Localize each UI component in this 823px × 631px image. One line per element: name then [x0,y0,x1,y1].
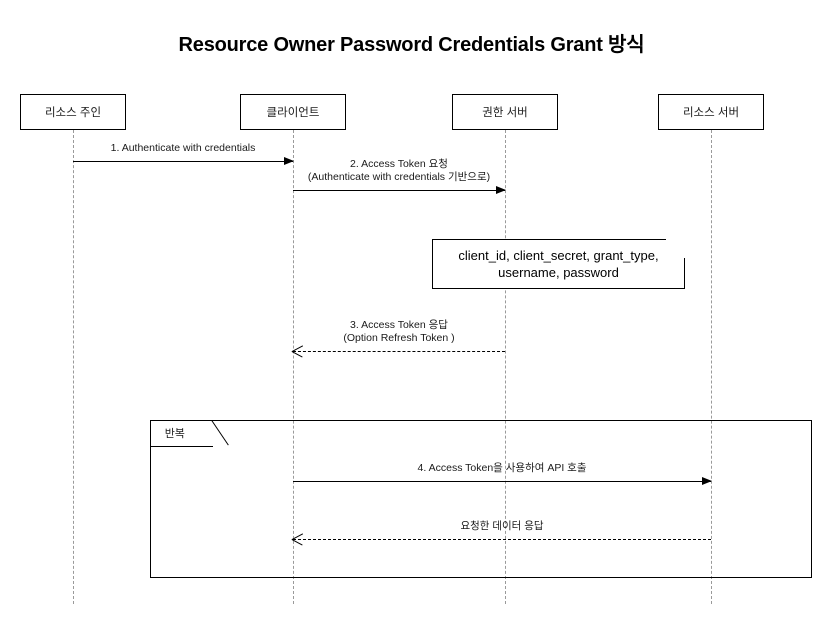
loop-fragment-tab: 반복 [150,420,213,447]
message-4-shaft [293,481,711,482]
page-title: Resource Owner Password Credentials Gran… [178,34,645,56]
arrowhead-solid-icon [702,476,712,485]
message-5-label: 요청한 데이터 응답 [460,520,544,532]
loop-fragment-label: 반복 [164,428,185,441]
lifeline-line-client [293,130,294,604]
note-text: client_id, client_secret, grant_type, us… [458,247,658,281]
arrowhead-open-icon [292,345,303,357]
message-3-shaft [293,351,505,352]
lifeline-label: 리소스 주인 [44,107,102,119]
lifeline-head-authorization-server[interactable]: 권한 서버 [452,94,558,130]
message-1-shaft [73,161,293,162]
message-4-label: 4. Access Token을 사용하여 API 호출 [417,462,587,474]
lifeline-head-resource-server[interactable]: 리소스 서버 [658,94,764,130]
message-3-label-line1: 3. Access Token 응답 [350,319,448,331]
message-2-label-line2: (Authenticate with credentials 기반으로) [307,171,491,183]
arrowhead-solid-icon [496,185,506,194]
arrowhead-solid-icon [284,156,294,165]
lifeline-label: 클라이언트 [266,107,320,119]
message-2-label-line1: 2. Access Token 요청 [350,158,448,170]
note-fold-corner-icon [665,238,686,259]
lifeline-head-resource-owner[interactable]: 리소스 주인 [20,94,126,130]
lifeline-line-resource-server [711,130,712,604]
message-5-shaft [293,539,711,540]
lifeline-line-authorization-server [505,130,506,604]
note-text-line2: username, password [498,265,619,280]
message-3-label-line2: (Option Refresh Token ) [343,332,455,344]
message-2-shaft [293,190,505,191]
lifeline-label: 권한 서버 [482,107,528,119]
message-1-label: 1. Authenticate with credentials [110,142,256,154]
lifeline-head-client[interactable]: 클라이언트 [240,94,346,130]
lifeline-label: 리소스 서버 [682,107,740,119]
arrowhead-open-icon [292,533,303,545]
loop-fragment [150,420,812,578]
note-box: client_id, client_secret, grant_type, us… [432,238,686,289]
lifeline-line-resource-owner [73,130,74,604]
note-text-line1: client_id, client_secret, grant_type, [458,248,659,263]
